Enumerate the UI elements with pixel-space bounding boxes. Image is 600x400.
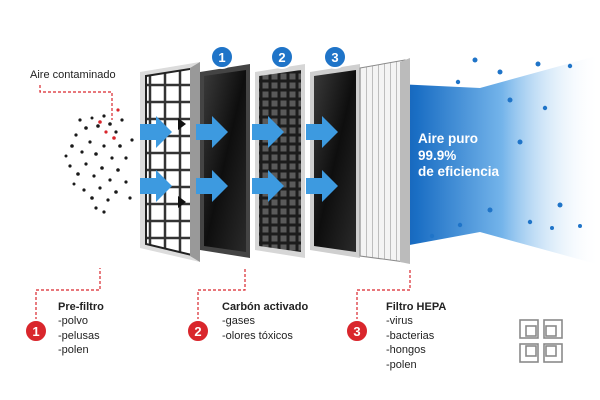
clean-air-flow bbox=[355, 55, 600, 265]
carbon-filter-panel bbox=[200, 64, 250, 258]
caption-item: -polen bbox=[386, 358, 417, 371]
caption-badge-2: 2 bbox=[194, 324, 201, 339]
caption-badge-3: 3 bbox=[353, 324, 360, 339]
caption-title: Carbón activado bbox=[222, 301, 309, 313]
caption-badges bbox=[24, 319, 369, 343]
clean-air-label: Aire puro 99.9% de eficiencia bbox=[418, 131, 499, 181]
clean-air-line-3: de eficiencia bbox=[418, 164, 500, 179]
caption-hepa: Filtro HEPA -virus -bacterias -hongos -p… bbox=[386, 300, 446, 372]
flow-arrow bbox=[306, 170, 338, 202]
caption-item: -gases bbox=[222, 315, 256, 327]
caption-title: Filtro HEPA bbox=[386, 301, 447, 313]
flow-arrow bbox=[252, 116, 284, 148]
caption-title: Pre-filtro bbox=[58, 301, 104, 313]
hepa-filter-panel bbox=[310, 58, 410, 264]
caption-item: -olores tóxicos bbox=[222, 329, 293, 342]
contaminant-highlights bbox=[98, 108, 120, 140]
flow-arrow bbox=[306, 116, 338, 148]
caption-badge-numbers: 1 2 3 bbox=[32, 324, 360, 339]
clean-air-line-2: 99.9% bbox=[418, 147, 457, 163]
caption-item: -polen bbox=[58, 344, 89, 356]
contaminated-particles bbox=[64, 114, 134, 214]
caption-carbon: Carbón activado -gases -olores tóxicos bbox=[222, 300, 308, 343]
flow-arrows bbox=[140, 116, 338, 202]
caption-item: -hongos bbox=[386, 344, 426, 356]
caption-connectors bbox=[35, 268, 411, 320]
mesh-filter-panel bbox=[255, 64, 305, 258]
stage-badge-numbers: 1 2 3 bbox=[218, 50, 338, 65]
caption-item: -bacterias bbox=[386, 329, 435, 342]
flow-arrow bbox=[196, 116, 228, 148]
caption-item: -pelusas bbox=[58, 329, 100, 342]
brand-logo-icon bbox=[519, 319, 563, 363]
flow-arrow bbox=[252, 170, 284, 202]
clean-air-particles bbox=[429, 57, 582, 239]
flow-arrow bbox=[140, 116, 172, 148]
contaminated-air-label: Aire contaminado bbox=[30, 69, 116, 81]
caption-item: -virus bbox=[386, 315, 413, 327]
flow-arrow bbox=[196, 170, 228, 202]
stage-badges bbox=[210, 45, 347, 69]
stage-badge-2: 2 bbox=[278, 50, 285, 65]
contaminated-callout bbox=[39, 85, 113, 120]
flow-arrow bbox=[140, 170, 172, 202]
stage-badge-3: 3 bbox=[331, 50, 338, 65]
caption-prefilter: Pre-filtro -polvo -pelusas -polen bbox=[58, 300, 104, 358]
prefilter-arrowheads bbox=[178, 118, 186, 208]
caption-badge-1: 1 bbox=[32, 324, 39, 339]
pre-filter-panel bbox=[140, 62, 200, 262]
stage-badge-1: 1 bbox=[218, 50, 225, 65]
clean-air-line-1: Aire puro bbox=[418, 131, 479, 146]
caption-item: -polvo bbox=[58, 315, 88, 327]
